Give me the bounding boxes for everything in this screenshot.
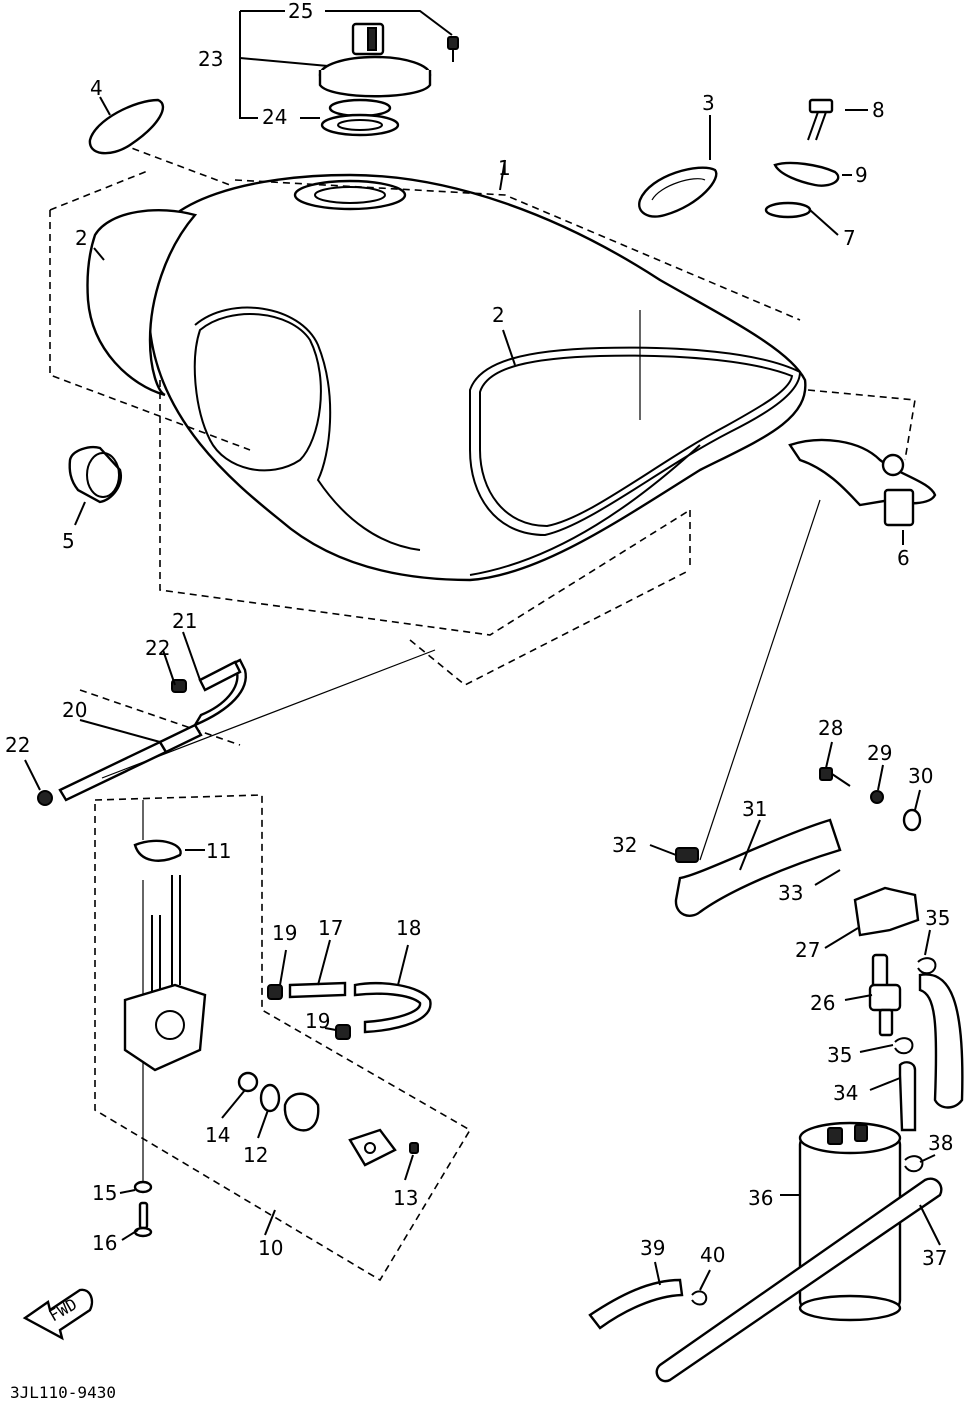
callout-1: 1 [498, 156, 511, 180]
leader-lines [24, 10, 941, 1291]
fuel-cap-assembly [318, 22, 459, 137]
tank-bracket [788, 438, 937, 527]
callout-11: 11 [206, 839, 231, 863]
callout-21: 21 [172, 609, 197, 633]
callout-40: 40 [700, 1243, 725, 1267]
callout-12: 12 [243, 1143, 268, 1167]
callout-3: 3 [702, 91, 715, 115]
emblem-and-bolts [638, 98, 840, 219]
callout-14: 14 [205, 1123, 230, 1147]
fuel-cock [123, 839, 419, 1238]
callout-37: 37 [922, 1246, 947, 1270]
callout-34: 34 [833, 1081, 858, 1105]
callout-32: 32 [612, 833, 637, 857]
callout-5: 5 [62, 529, 75, 553]
callout-23: 23 [198, 47, 223, 71]
callout-29: 29 [867, 741, 892, 765]
callout-30: 30 [908, 764, 933, 788]
callout-2-left: 2 [75, 226, 88, 250]
callout-6: 6 [897, 546, 910, 570]
callout-31: 31 [742, 797, 767, 821]
callout-16: 16 [92, 1231, 117, 1255]
callout-27: 27 [795, 938, 820, 962]
fuel-hoses-lower [267, 981, 432, 1040]
tank-pad [88, 98, 164, 155]
tank-phantom-lines [49, 139, 916, 746]
callout-9: 9 [855, 163, 868, 187]
callout-7: 7 [843, 226, 856, 250]
callout-19-top: 19 [272, 921, 297, 945]
callout-15: 15 [92, 1181, 117, 1205]
fuel-hoses-upper [37, 658, 247, 806]
callout-33: 33 [778, 881, 803, 905]
callout-24: 24 [262, 105, 287, 129]
callout-35-top: 35 [925, 906, 950, 930]
canister-system [588, 767, 964, 1383]
callout-8: 8 [872, 98, 885, 122]
fuel-tank [86, 173, 807, 582]
callout-22-top: 22 [145, 636, 170, 660]
callout-26: 26 [810, 991, 835, 1015]
forward-arrow-icon: FWD [22, 1288, 94, 1341]
figure-code: 3JL110-9430 [10, 1383, 116, 1402]
callout-18: 18 [396, 916, 421, 940]
callout-labels: 25 23 24 4 3 8 9 7 1 2 2 5 6 21 22 20 22… [5, 0, 953, 1270]
callout-17: 17 [318, 916, 343, 940]
callout-10: 10 [258, 1236, 283, 1260]
callout-28: 28 [818, 716, 843, 740]
callout-36: 36 [748, 1186, 773, 1210]
callout-39: 39 [640, 1236, 665, 1260]
callout-2-right: 2 [492, 303, 505, 327]
callout-4: 4 [90, 76, 103, 100]
callout-13: 13 [393, 1186, 418, 1210]
callout-25: 25 [288, 0, 313, 23]
callout-19-bottom: 19 [305, 1009, 330, 1033]
callout-38: 38 [928, 1131, 953, 1155]
tank-damper [68, 446, 122, 504]
callout-22-left: 22 [5, 733, 30, 757]
callout-20: 20 [62, 698, 87, 722]
callout-35-bottom: 35 [827, 1043, 852, 1067]
